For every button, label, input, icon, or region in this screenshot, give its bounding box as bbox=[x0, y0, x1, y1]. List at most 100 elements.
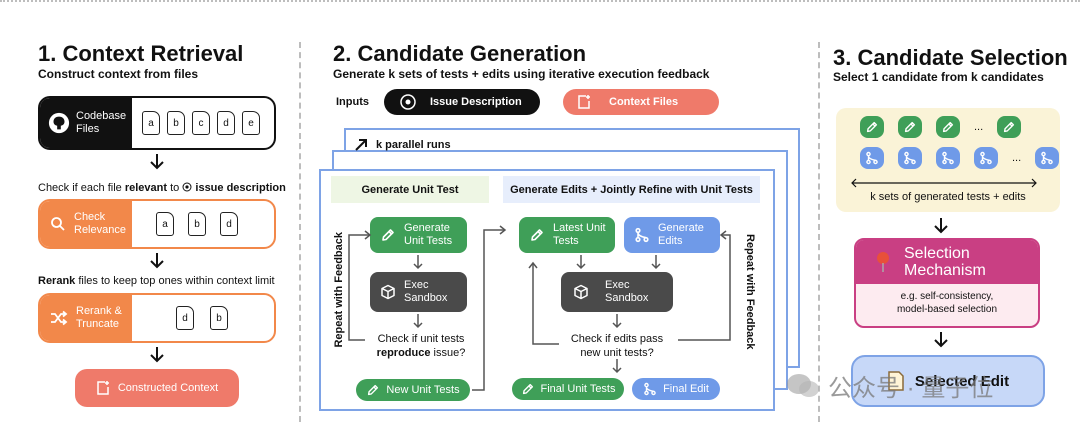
file-icon: a bbox=[156, 212, 174, 236]
section-subtitle-retrieval: Construct context from files bbox=[38, 67, 199, 81]
cube-icon bbox=[573, 284, 589, 300]
file-icon: c bbox=[192, 111, 210, 135]
file-icon: a bbox=[142, 111, 160, 135]
generate-edits-label: Generate Edits bbox=[658, 222, 704, 247]
exec-sandbox-box-1: Exec Sandbox bbox=[370, 272, 467, 312]
pencil-icon bbox=[898, 116, 922, 138]
issue-description-label: Issue Description bbox=[430, 96, 522, 108]
exec-sandbox-label-2: Exec Sandbox bbox=[605, 279, 649, 304]
section-title-selection: 3. Candidate Selection bbox=[833, 45, 1068, 70]
section-title-generation: 2. Candidate Generation bbox=[333, 41, 587, 66]
merge-icon bbox=[634, 227, 650, 243]
generate-unit-tests-box: Generate Unit Tests bbox=[370, 217, 467, 253]
file-icon: d bbox=[176, 306, 194, 330]
watermark: 公众号 · 量子位 bbox=[786, 368, 993, 403]
merge-icon bbox=[1035, 147, 1060, 169]
merge-icon bbox=[974, 147, 998, 169]
pencil-icon bbox=[936, 116, 960, 138]
section-subtitle-generation: Generate k sets of tests + edits using i… bbox=[333, 67, 710, 81]
down-arrow-icon bbox=[150, 253, 164, 269]
down-arrow-icon bbox=[612, 314, 622, 329]
final-edit-label: Final Edit bbox=[663, 383, 709, 395]
selection-mechanism-label: Selection Mechanism bbox=[904, 245, 986, 279]
down-arrow-icon bbox=[150, 347, 164, 363]
down-arrow-icon bbox=[413, 314, 423, 329]
merge-icon bbox=[898, 147, 922, 169]
ellipsis: ... bbox=[1012, 152, 1022, 164]
file-icon: e bbox=[242, 111, 260, 135]
parallel-runs-label-row: k parallel runs bbox=[354, 138, 451, 152]
context-files-label: Context Files bbox=[609, 96, 679, 108]
selected-edit-box: Selected Edit bbox=[851, 355, 1045, 407]
ellipsis: ... bbox=[974, 121, 984, 133]
file-icon: d bbox=[217, 111, 235, 135]
shuffle-icon bbox=[51, 310, 68, 326]
check-relevance-label: Check Relevance bbox=[74, 211, 126, 236]
edits-header: Generate Edits + Jointly Refine with Uni… bbox=[503, 176, 760, 203]
section-divider-2 bbox=[818, 42, 820, 422]
candidate-tests-row: ... bbox=[860, 147, 1060, 169]
file-icon: b bbox=[188, 212, 206, 236]
inputs-label: Inputs bbox=[336, 96, 369, 108]
exec-sandbox-box-2: Exec Sandbox bbox=[561, 272, 673, 312]
target-icon bbox=[400, 94, 416, 110]
connector-arrow bbox=[472, 225, 507, 391]
add-file-icon bbox=[578, 95, 590, 109]
check-relevance-instruction: Check if each file relevant to issue des… bbox=[38, 182, 286, 194]
rerank-instruction: Rerank files to keep top ones within con… bbox=[38, 275, 275, 287]
down-arrow-icon bbox=[150, 154, 164, 170]
down-arrow-icon bbox=[413, 255, 423, 270]
codebase-files-label: Codebase Files bbox=[76, 110, 127, 135]
merge-icon bbox=[936, 147, 960, 169]
repeat-feedback-right: Repeat with Feedback bbox=[744, 234, 756, 350]
parallel-runs-label: k parallel runs bbox=[376, 139, 451, 151]
selection-mechanism-header: Selection Mechanism bbox=[856, 240, 1038, 284]
selection-mechanism-examples: e.g. self-consistency, model-based selec… bbox=[896, 291, 998, 315]
unit-test-header: Generate Unit Test bbox=[331, 176, 489, 203]
relevant-files-list: a b d bbox=[156, 212, 238, 236]
latest-unit-tests-box: Latest Unit Tests bbox=[519, 217, 615, 253]
down-arrow-icon bbox=[934, 332, 948, 348]
check-relevance-box: Check Relevance a b d bbox=[38, 199, 276, 249]
pencil-icon bbox=[860, 116, 884, 138]
down-arrow-icon bbox=[934, 218, 948, 234]
file-icon: b bbox=[210, 306, 228, 330]
selected-edit-label: Selected Edit bbox=[914, 372, 1010, 390]
merge-icon bbox=[860, 147, 884, 169]
cube-icon bbox=[380, 284, 396, 300]
feedback-loop-right-outer bbox=[678, 230, 731, 341]
watermark-text: 公众号 · 量子位 bbox=[828, 375, 994, 402]
final-unit-tests-button: Final Unit Tests bbox=[512, 378, 624, 400]
feedback-loop-left bbox=[348, 230, 372, 341]
search-icon bbox=[51, 217, 65, 231]
final-edit-button: Final Edit bbox=[632, 378, 720, 400]
top-border bbox=[0, 0, 1080, 2]
down-arrow-icon bbox=[651, 255, 661, 270]
down-arrow-icon bbox=[576, 255, 586, 270]
latest-unit-tests-label: Latest Unit Tests bbox=[553, 222, 606, 247]
pencil-icon bbox=[380, 227, 396, 243]
new-unit-tests-button: New Unit Tests bbox=[356, 379, 470, 401]
check-relevance-block: Check Relevance bbox=[40, 201, 132, 247]
github-icon bbox=[48, 112, 70, 134]
all-files-list: a b c d e bbox=[142, 111, 260, 135]
wechat-icon bbox=[787, 373, 819, 397]
pin-icon bbox=[877, 252, 889, 272]
exec-sandbox-label-1: Exec Sandbox bbox=[404, 279, 448, 304]
pencil-icon bbox=[366, 383, 380, 397]
target-icon bbox=[182, 182, 192, 192]
context-files-pill: Context Files bbox=[563, 89, 719, 115]
selection-mechanism-box: Selection Mechanism e.g. self-consistenc… bbox=[854, 238, 1040, 328]
pencil-icon bbox=[521, 382, 535, 396]
codebase-files-box: Codebase Files a b c d e bbox=[38, 96, 276, 150]
feedback-loop-right-inner bbox=[528, 261, 559, 345]
file-icon: d bbox=[220, 212, 238, 236]
merge-icon bbox=[643, 382, 657, 396]
final-unit-tests-label: Final Unit Tests bbox=[540, 383, 616, 395]
new-unit-tests-label: New Unit Tests bbox=[386, 384, 460, 396]
generate-edits-box: Generate Edits bbox=[624, 217, 720, 253]
pencil-icon bbox=[529, 227, 545, 243]
range-arrow bbox=[851, 178, 1037, 188]
